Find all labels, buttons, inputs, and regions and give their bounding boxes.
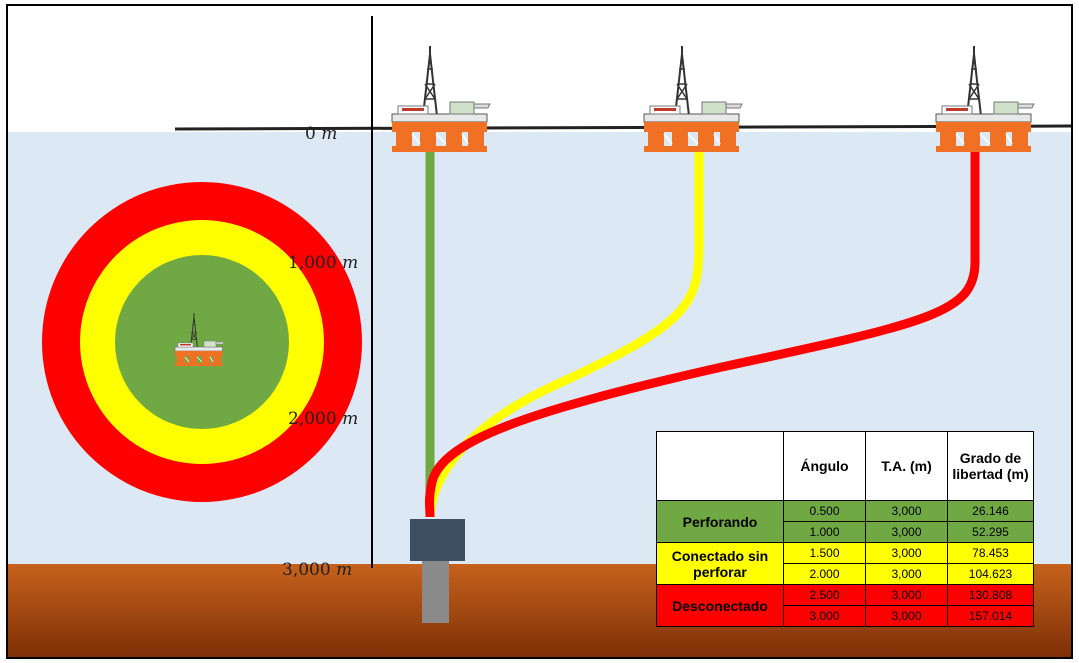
cell-ta: 3,000 bbox=[865, 542, 948, 564]
cell-libertad: 52.295 bbox=[947, 521, 1034, 543]
table-header-ta: T.A. (m) bbox=[865, 431, 948, 501]
cell-ta: 3,000 bbox=[865, 584, 948, 606]
depth-label-1000: 1,000 m bbox=[288, 253, 359, 273]
depth-label-3000: 3,000 m bbox=[282, 560, 353, 580]
cell-libertad: 78.453 bbox=[947, 542, 1034, 564]
group-label-conectado: Conectado sin perforar bbox=[656, 542, 784, 585]
table-header-empty bbox=[656, 431, 784, 501]
cell-libertad: 26.146 bbox=[947, 500, 1034, 522]
cell-angulo: 0.500 bbox=[783, 500, 866, 522]
cell-angulo: 3.000 bbox=[783, 605, 866, 627]
cell-libertad: 130.808 bbox=[947, 584, 1034, 606]
group-label-desconectado: Desconectado bbox=[656, 584, 784, 627]
diagram-frame: 0 m 1,000 m 2,000 m 3,000 m Ángulo T.A. … bbox=[6, 4, 1073, 659]
table-row: Perforando 0.500 3,000 26.146 bbox=[656, 500, 1034, 543]
depth-label-0: 0 m bbox=[305, 124, 338, 144]
cell-angulo: 2.000 bbox=[783, 563, 866, 585]
cell-angulo: 1.500 bbox=[783, 542, 866, 564]
group-label-perforando: Perforando bbox=[656, 500, 784, 543]
cell-libertad: 104.623 bbox=[947, 563, 1034, 585]
cell-ta: 3,000 bbox=[865, 605, 948, 627]
table-header-angulo: Ángulo bbox=[783, 431, 866, 501]
depth-label-2000: 2,000 m bbox=[288, 409, 359, 429]
casing bbox=[422, 561, 449, 623]
riser-red bbox=[425, 147, 980, 518]
table-row: Desconectado 2.500 3,000 130.808 bbox=[656, 584, 1034, 627]
riser-yellow bbox=[425, 147, 704, 518]
bop-stack bbox=[410, 519, 465, 561]
cell-angulo: 2.500 bbox=[783, 584, 866, 606]
cell-ta: 3,000 bbox=[865, 521, 948, 543]
watch-circle-green bbox=[115, 255, 289, 429]
table-row: Conectado sin perforar 1.500 3,000 78.45… bbox=[656, 542, 1034, 585]
cell-ta: 3,000 bbox=[865, 563, 948, 585]
cell-libertad: 157.014 bbox=[947, 605, 1034, 627]
sea-surface-line bbox=[174, 124, 1071, 131]
cell-angulo: 1.000 bbox=[783, 521, 866, 543]
cell-ta: 3,000 bbox=[865, 500, 948, 522]
